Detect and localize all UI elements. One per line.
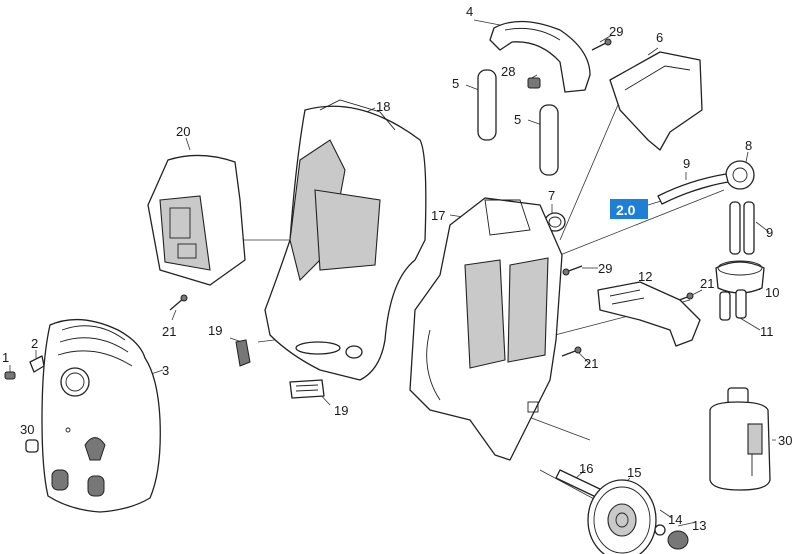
callout-17: 17 [431,208,445,223]
callout-19b: 19 [334,403,348,418]
callout-21a: 21 [162,324,176,339]
callout-5b: 5 [514,112,521,127]
callout-14: 14 [668,512,682,527]
callout-13: 13 [692,518,706,533]
callout-29b: 29 [598,261,612,276]
part-10-cap [715,260,765,294]
part-2-clip [29,355,45,373]
part-21-screw-a [169,294,188,311]
callout-28: 28 [501,64,515,79]
callout-11: 11 [760,324,774,339]
callout-15: 15 [627,465,641,480]
callout-2: 2 [31,336,38,351]
callout-20: 20 [176,124,190,139]
part-5-tube-a [477,69,497,141]
callout-3: 3 [162,363,169,378]
part-9-hose-b [729,201,755,255]
callout-12: 12 [638,269,652,284]
part-17-rear-housing [409,197,563,461]
callout-29a: 29 [609,24,623,39]
part-30-bottle [709,387,771,491]
part-21-screw-c [561,346,582,357]
callout-19a: 19 [208,323,222,338]
callout-6: 6 [656,30,663,45]
part-18-main-frame [264,99,427,381]
part-6-bracket [609,51,703,151]
part-13-hub-cap [667,530,689,550]
part-29-screw-b [562,265,583,276]
part-11-nozzle-a [719,291,731,321]
callout-1: 1 [2,350,9,365]
part-19-filter-a [235,339,251,367]
part-5-tube-b [539,104,559,176]
part-14-washer [654,524,666,536]
callout-21c: 21 [584,356,598,371]
part-15-wheel [587,479,657,554]
callout-30a: 30 [20,422,34,437]
callout-30b: 30 [778,433,792,448]
callout-21b: 21 [700,276,714,291]
badge-background [610,199,648,219]
part-12-cable-guide [597,281,701,347]
callout-labels: 1 2 3 4 5 5 6 7 8 9 9 10 11 12 13 14 15 … [2,4,792,533]
part-20-housing [147,154,246,286]
callout-16: 16 [579,461,593,476]
callout-8: 8 [745,138,752,153]
part-29-screw-a [591,38,612,51]
callout-10: 10 [765,285,779,300]
assembly-link-badge[interactable]: 2.0 [610,199,648,219]
part-30-knob [25,439,39,453]
part-4-handle [489,20,591,93]
callout-7: 7 [548,188,555,203]
part-9-hose-a [657,173,729,205]
part-28-clip [527,77,541,89]
callout-18: 18 [376,99,390,114]
callout-9a: 9 [683,156,690,171]
callout-4: 4 [466,4,473,19]
part-11-nozzle-b [735,289,747,319]
part-3-front-cover [41,318,161,513]
part-8-connector [725,160,755,190]
callout-9b: 9 [766,225,773,240]
callout-5a: 5 [452,76,459,91]
badge-label: 2.0 [616,202,636,218]
part-1-screw [4,371,16,380]
part-19-filter-b [289,379,325,399]
